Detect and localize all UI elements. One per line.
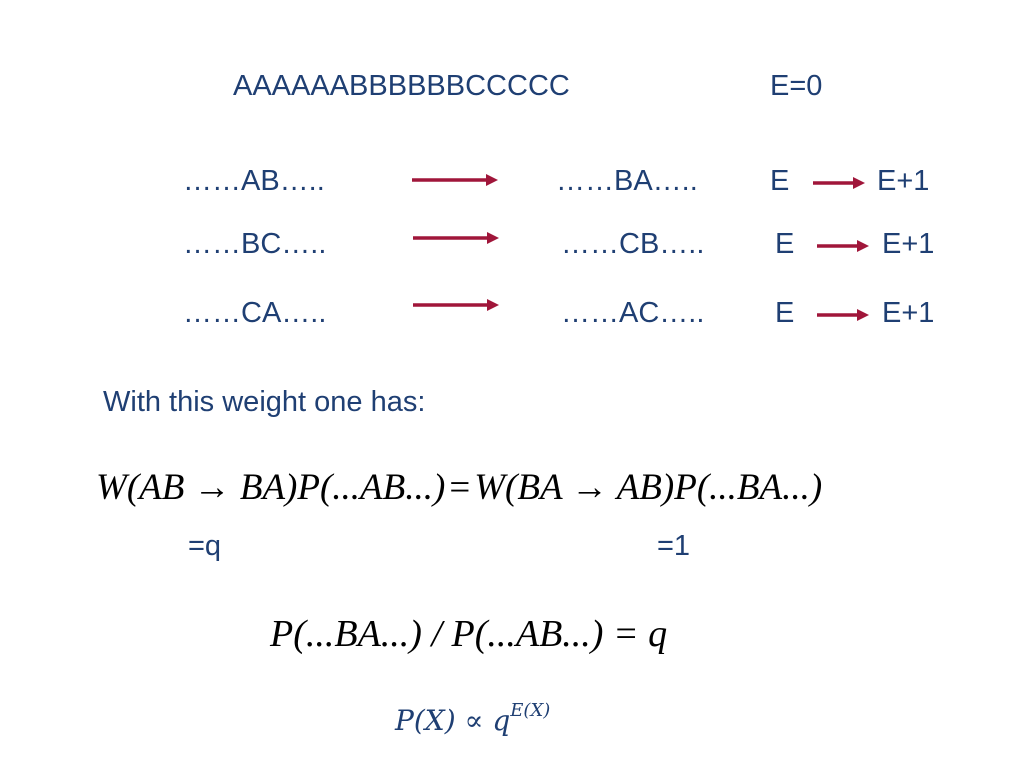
rule-row-ca: ……CA….. ……AC….. E E+1 — [0, 297, 1024, 347]
energy-from-label: E — [775, 297, 795, 329]
proportionality-formula: P(X) ∝ qE(X) — [395, 700, 550, 737]
rhs-probability: P(...BA...) — [674, 467, 823, 508]
balance-equation: W(AB → BA)P(...AB...)=W(BA → AB)P(...BA.… — [96, 466, 822, 509]
initial-energy-label: E=0 — [770, 70, 823, 102]
rule-arrow-icon — [412, 174, 498, 186]
ratio-equation: P(...BA...) / P(...AB...) = q — [270, 613, 668, 655]
energy-from-label: E — [775, 228, 795, 260]
proportionality-exponent: E(X) — [510, 700, 551, 721]
energy-to-label: E+1 — [882, 228, 935, 260]
energy-arrow-icon — [813, 177, 865, 189]
equals-sign: = — [449, 467, 471, 508]
rule-from-label: ……AB….. — [183, 165, 325, 197]
intro-text: With this weight one has: — [103, 386, 426, 418]
energy-from-label: E — [770, 165, 790, 197]
rule-from-label: ……BC….. — [183, 228, 327, 260]
sequence-string: AAAAAABBBBBBCCCCC — [233, 70, 570, 102]
rhs-weight: W(BA → AB) — [474, 467, 675, 508]
lhs-weight: W(AB → BA) — [96, 467, 298, 508]
rule-arrow-icon — [413, 299, 499, 311]
energy-to-label: E+1 — [877, 165, 930, 197]
annotation-left: =q — [188, 530, 222, 562]
proportionality-lhs: P(X) ∝ q — [395, 704, 511, 737]
rule-arrow-icon — [413, 232, 499, 244]
rule-from-label: ……CA….. — [183, 297, 327, 329]
lhs-probability: P(...AB...) — [297, 467, 446, 508]
energy-arrow-icon — [817, 240, 869, 252]
energy-to-label: E+1 — [882, 297, 935, 329]
rule-to-label: ……BA….. — [556, 165, 698, 197]
rule-to-label: ……CB….. — [561, 228, 705, 260]
rule-row-bc: ……BC….. ……CB….. E E+1 — [0, 228, 1024, 278]
annotation-right: =1 — [657, 530, 691, 562]
rule-row-ab: ……AB….. ……BA….. E E+1 — [0, 165, 1024, 215]
rule-to-label: ……AC….. — [561, 297, 705, 329]
energy-arrow-icon — [817, 309, 869, 321]
